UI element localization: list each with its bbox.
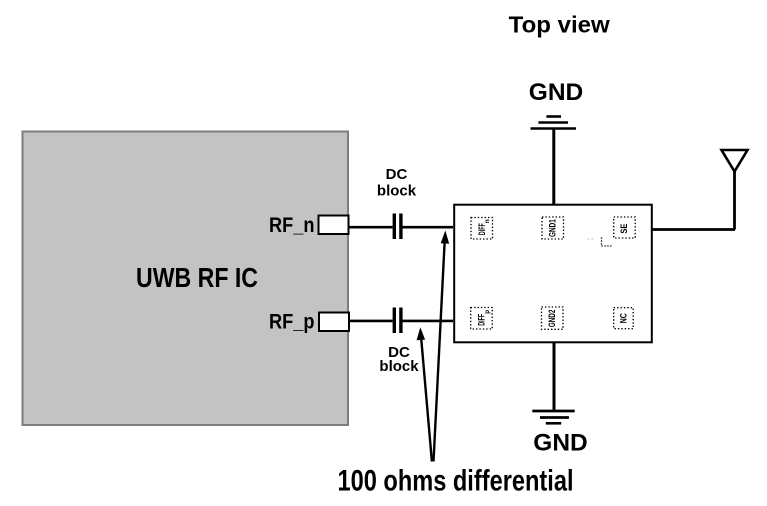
svg-text:RF_p: RF_p	[269, 310, 315, 334]
svg-text:GND1: GND1	[548, 219, 559, 237]
svg-text:NC: NC	[619, 313, 629, 323]
svg-text:DIFF: DIFF	[477, 314, 487, 326]
svg-text:GND2: GND2	[547, 310, 558, 328]
svg-text:DIFF: DIFF	[477, 223, 487, 235]
svg-text:block: block	[379, 358, 419, 375]
svg-text:DC: DC	[386, 166, 408, 183]
svg-text:SE: SE	[619, 224, 629, 234]
svg-text:p: p	[484, 310, 491, 314]
svg-text:UWB RF IC: UWB RF IC	[136, 262, 258, 293]
svg-text:block: block	[377, 182, 417, 199]
svg-text:100 ohms differential: 100 ohms differential	[338, 464, 574, 497]
svg-text:DC: DC	[388, 344, 410, 361]
svg-text:GND: GND	[533, 429, 587, 456]
svg-text:Top view: Top view	[509, 12, 611, 38]
svg-text:n: n	[484, 219, 491, 223]
svg-text:RF_n: RF_n	[269, 213, 315, 237]
svg-text:GND: GND	[529, 79, 583, 106]
